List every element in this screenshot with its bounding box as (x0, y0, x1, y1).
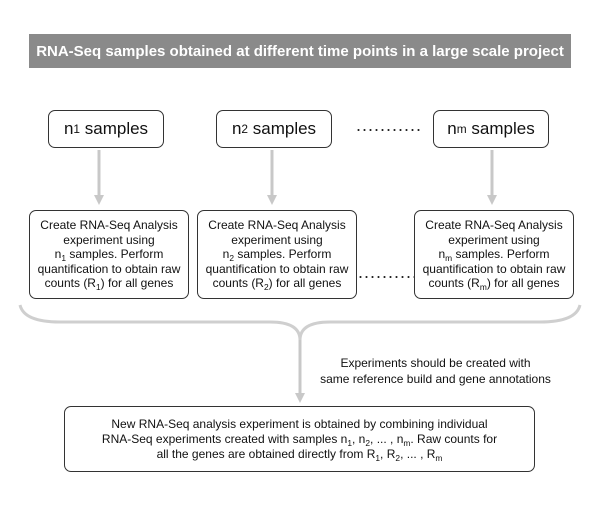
ellipsis-middle: ........... (358, 262, 425, 282)
merge-brace (18, 304, 582, 341)
analysis-box-1: Create RNA-Seq Analysis experiment using… (29, 210, 189, 299)
analysis-box-m: Create RNA-Seq Analysis experiment using… (414, 210, 574, 299)
combined-experiment-box: New RNA-Seq analysis experiment is obtai… (64, 406, 535, 472)
requirement-note: Experiments should be created with same … (320, 356, 551, 386)
ellipsis-top: ........... (356, 115, 423, 135)
diagram-title: RNA-Seq samples obtained at different ti… (29, 34, 571, 68)
analysis-box-2: Create RNA-Seq Analysis experiment using… (197, 210, 357, 299)
